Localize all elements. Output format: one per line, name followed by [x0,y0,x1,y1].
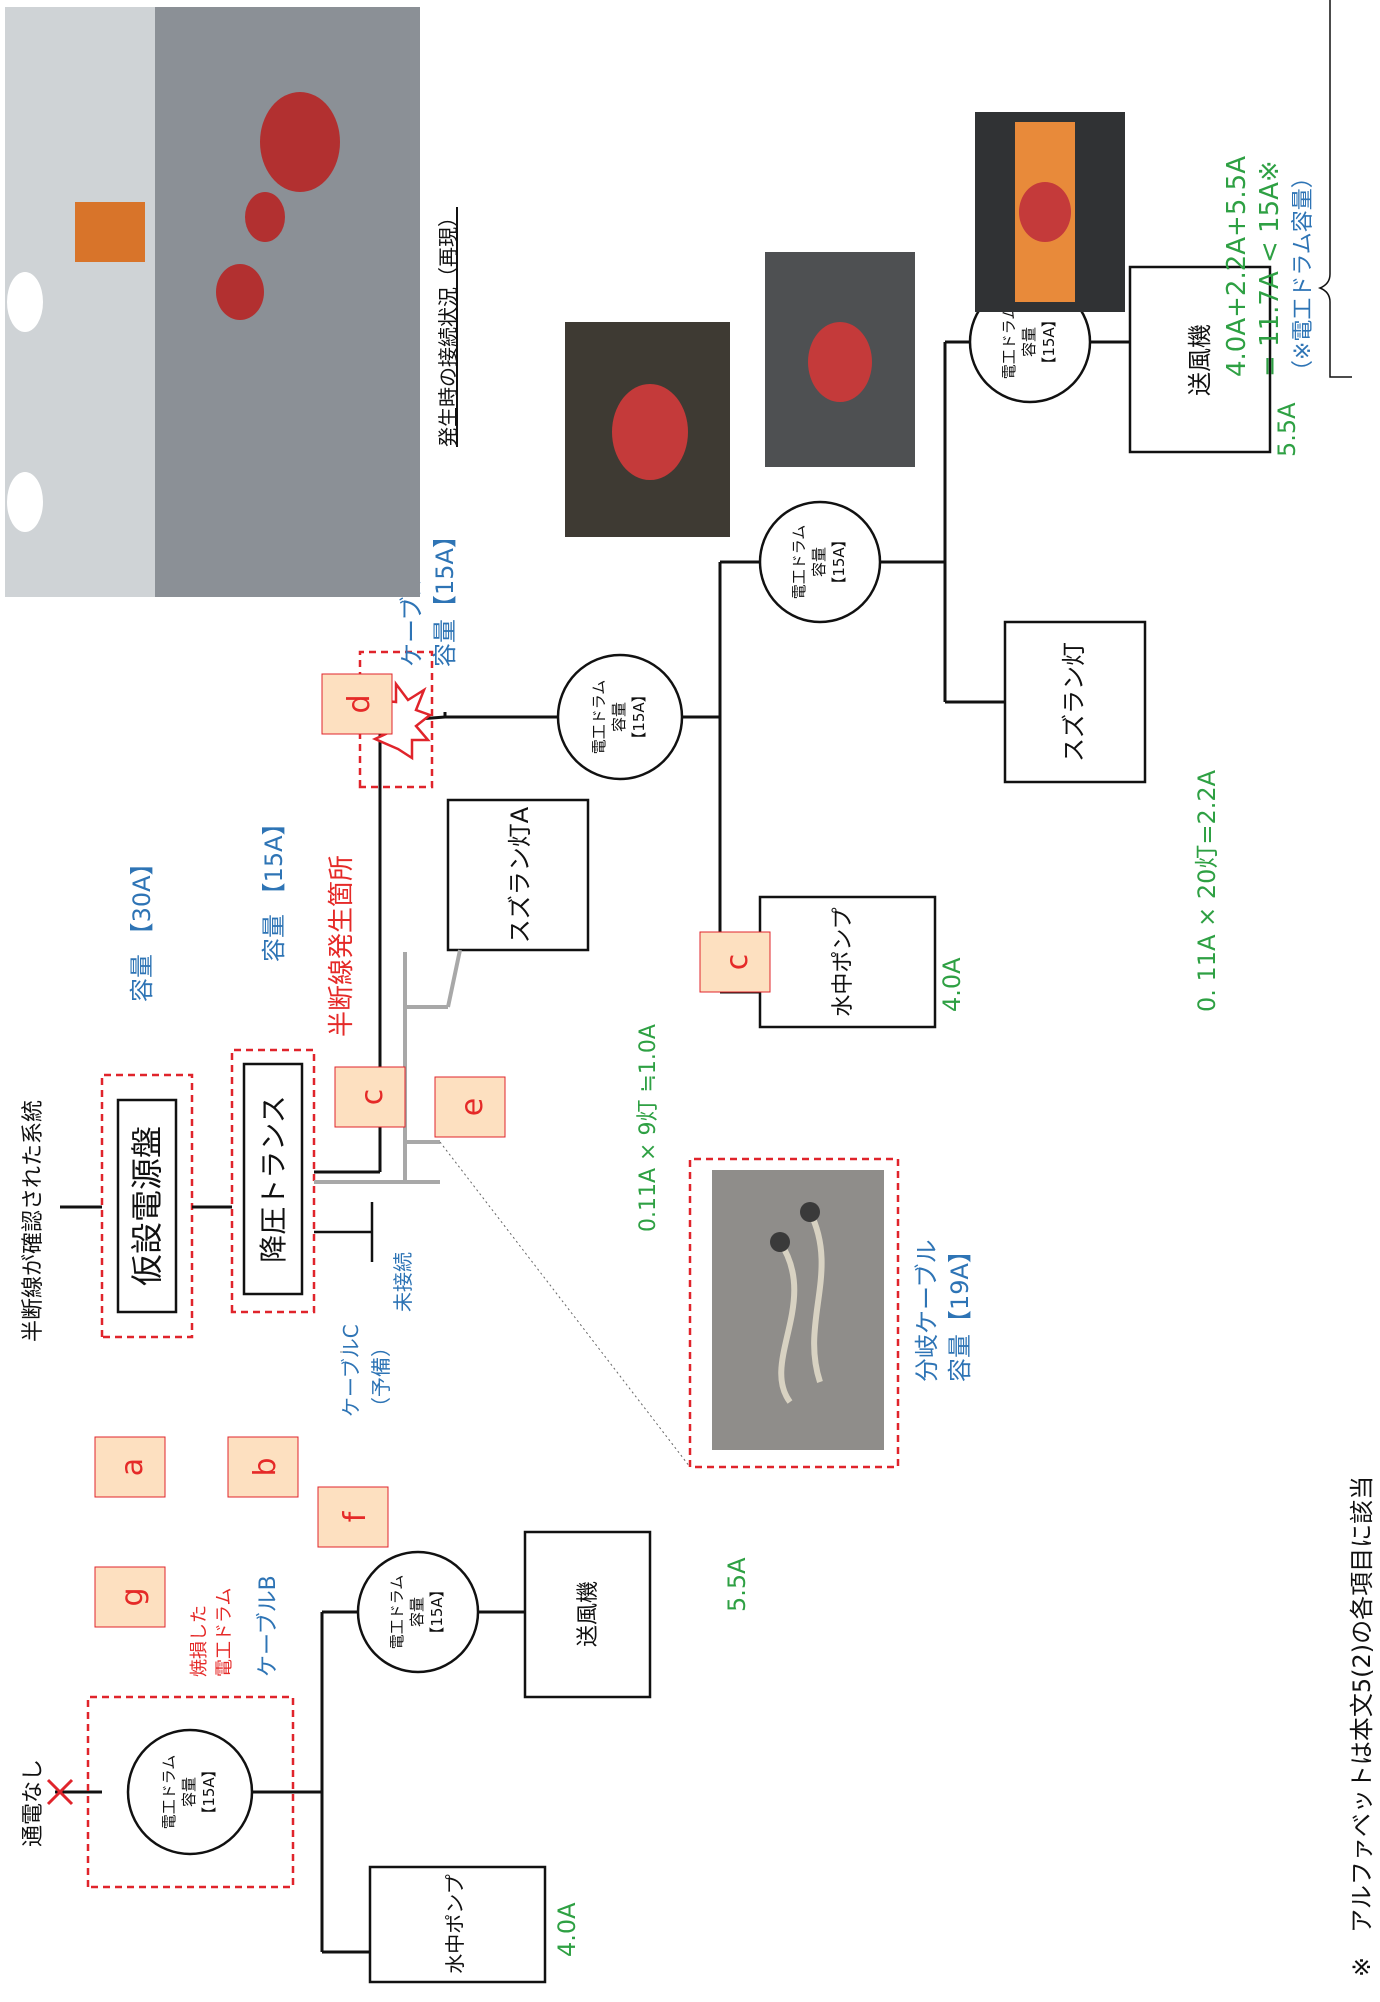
burned-drum-note1: 焼損した [189,1605,210,1677]
blower-top-label: 送風機 [1186,324,1214,396]
badge-e-text: e [455,1098,490,1116]
top-system-title: 半断線が確認された系統 [21,1100,46,1342]
transformer-label: 降圧トランス [257,1095,290,1262]
sum-note: （※電工ドラム容量） [1291,166,1316,382]
sum-result: = 11.7A < 15A※ [1255,160,1285,377]
badge-c2-text: c [720,954,755,971]
submersible-pump-top-label: 水中ポンプ [831,907,856,1016]
submersible-pump-bottom-label: 水中ポンプ [443,1874,467,1973]
no-power-label: 通電なし [21,1759,46,1847]
temp-power-panel-label: 仮設電源盤 [128,1126,166,1286]
cord-reel-bottom-label3: 【15A】 [428,1582,446,1641]
submersible-pump-top-value: 4.0A [938,957,966,1012]
cord-reel-1-label3: 【15A】 [630,687,648,746]
branch-cable-label: 分岐ケーブル [913,1239,941,1382]
cord-reel-2-label1: 電工ドラム [790,525,808,600]
cord-reel-bottom-label2: 容量 [408,1597,426,1627]
branch-cable-photo [712,1170,884,1450]
burned-drum-label1: 電工ドラム [160,1755,178,1830]
badge-c-text: c [355,1089,390,1106]
spot-light-a-value: 0.11A × 9灯 ≒1.0A [636,1024,661,1232]
burned-drum-label2: 容量 [180,1777,198,1807]
badge-b-text: b [248,1457,283,1476]
photo-caption: 発生時の接続状況（再現） [436,207,460,447]
cord-reel-1-label2: 容量 [610,702,628,732]
cord-reel-2-label2: 容量 [810,547,828,577]
cord-reel-3-label2: 容量 [1020,327,1038,357]
footnote: ※ アルファベットは本文5(2)の各項目に該当 [1348,1476,1376,1977]
blower-bottom-value: 5.5A [723,1557,751,1612]
cord-reel-3-label1: 電工ドラム [1000,305,1018,380]
cord-reel-3-label3: 【15A】 [1040,312,1058,371]
cord-reel-2-label3: 【15A】 [830,532,848,591]
spot-light-value: 0. 11A × 20灯=2.2A [1193,769,1221,1012]
unconnected-label: 未接続 [391,1252,415,1312]
burned-drum-note2: 電工ドラム [214,1588,235,1677]
break-label: 半断線発生箇所 [327,855,357,1037]
badge-a-text: a [115,1458,150,1476]
cable-a-capacity: 容量【15A】 [431,524,459,667]
spot-light-label: スズラン灯 [1060,642,1088,762]
badge-f-text: f [338,1510,373,1522]
panel-capacity-label: 容量 【30A】 [128,851,156,1002]
burned-drum-label3: 【15A】 [200,1762,218,1821]
badge-d-text: d [342,694,377,713]
cable-b-label: ケーブルB [256,1575,281,1677]
spot-light-a-label: スズラン灯A [506,806,534,943]
branch-cable-capacity: 容量【19A】 [946,1239,974,1382]
blower-top-value: 5.5A [1273,402,1301,457]
transformer-capacity-label: 容量 【15A】 [260,811,288,962]
cord-reel-bottom-label1: 電工ドラム [388,1575,406,1650]
cable-c-note: （予備） [369,1337,393,1417]
badge-g-text: g [115,1587,150,1606]
submersible-pump-bottom-value: 4.0A [553,1902,581,1957]
cord-reel-1-label1: 電工ドラム [590,680,608,755]
sum-equation: 4.0A+2.2A+5.5A [1222,156,1252,377]
cable-c-label: ケーブルC [339,1324,363,1417]
sum-brace [1320,0,1352,377]
blower-bottom-label: 送風機 [576,1581,601,1647]
